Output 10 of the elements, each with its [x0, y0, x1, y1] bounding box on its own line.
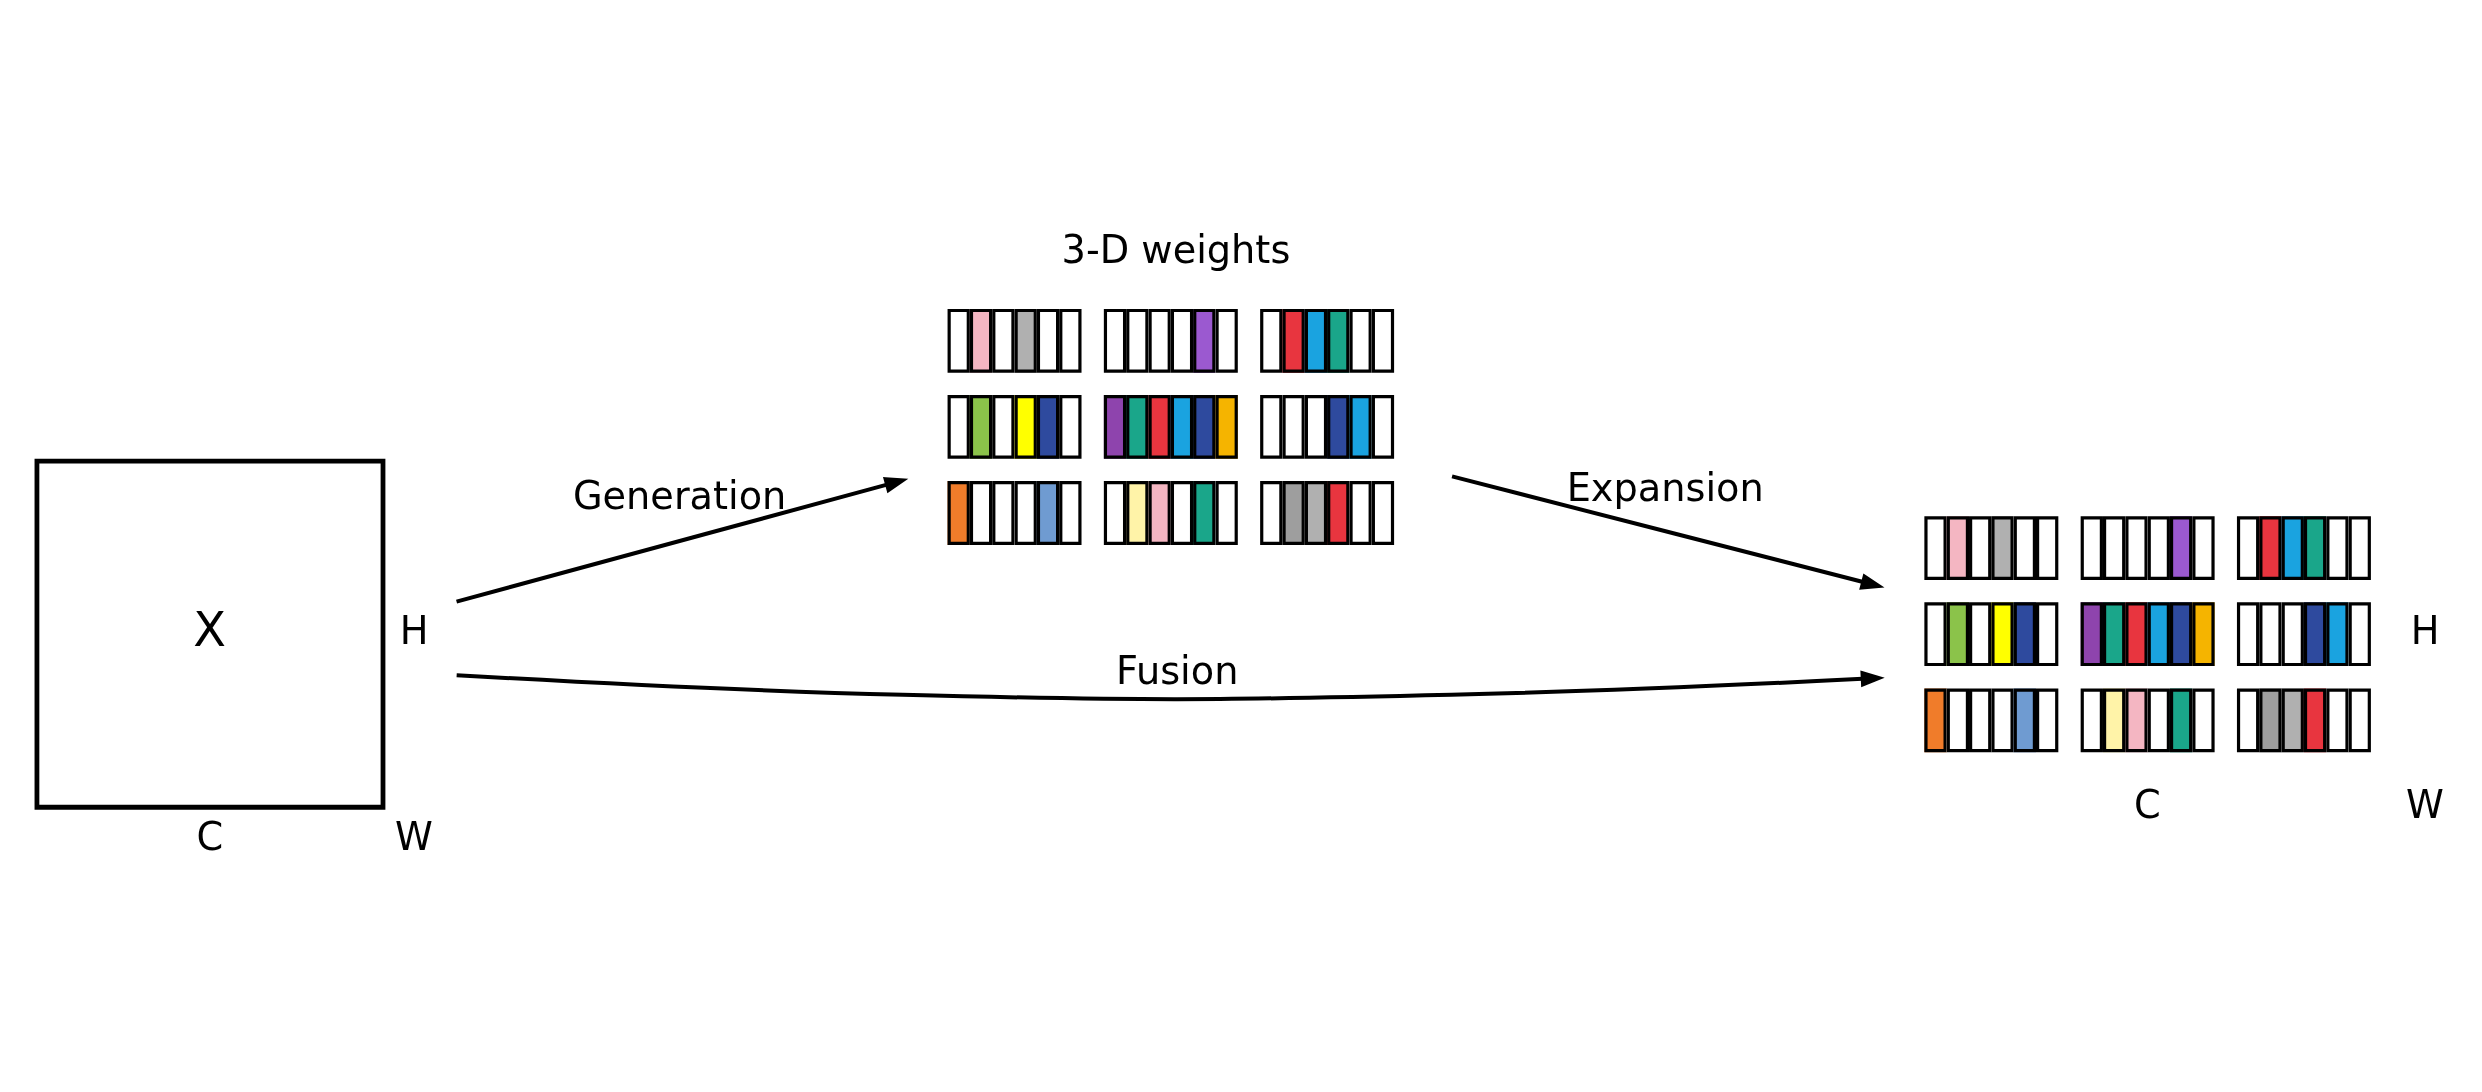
node-label: W — [394, 813, 433, 859]
edge-label: Expansion — [1566, 464, 1764, 510]
node-label: H — [2410, 607, 2440, 653]
node-label: H — [399, 607, 429, 653]
edge-label: Fusion — [1116, 647, 1239, 693]
node-label: C — [2134, 781, 2161, 827]
node-label: C — [196, 813, 224, 859]
node-label: W — [2405, 781, 2444, 827]
node-text: 3-D weights — [1061, 226, 1291, 272]
edge-label: Generation — [572, 472, 787, 518]
